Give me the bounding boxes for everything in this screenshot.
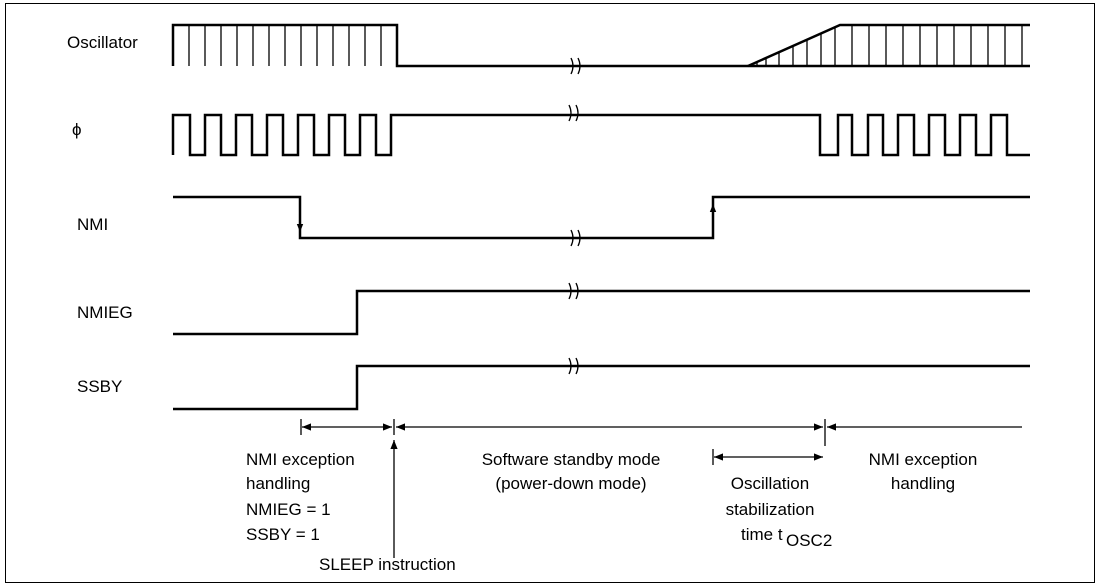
- svg-text:OSC2: OSC2: [786, 531, 832, 550]
- sleep-instruction-label: SLEEP instruction: [319, 555, 456, 574]
- nmi-exception-handling-1: NMI exception handling NMIEG = 1 SSBY = …: [246, 450, 355, 544]
- svg-text:Oscillation: Oscillation: [731, 474, 809, 493]
- nmi-waveform: [173, 195, 1030, 247]
- nmi-label: NMI: [77, 215, 108, 234]
- nmi-exception-handling-2: NMI exception handling: [869, 450, 978, 493]
- svg-text:(power-down mode): (power-down mode): [495, 474, 646, 493]
- phi-waveform: [171, 104, 1030, 157]
- nmieg-waveform: [173, 282, 1030, 336]
- diagram-frame: [5, 3, 1095, 583]
- svg-text:handling: handling: [891, 474, 955, 493]
- phase-markers: [300, 419, 1022, 558]
- ssby-waveform: [173, 357, 1030, 411]
- svg-text:handling: handling: [246, 474, 310, 493]
- svg-text:NMI exception: NMI exception: [246, 450, 355, 469]
- svg-text:SSBY = 1: SSBY = 1: [246, 525, 320, 544]
- svg-text:stabilization: stabilization: [726, 500, 815, 519]
- oscillator-waveform: [171, 23, 1030, 75]
- nmieg-label: NMIEG: [77, 303, 133, 322]
- phi-label: ϕ: [72, 120, 82, 139]
- svg-text:Software standby mode: Software standby mode: [482, 450, 661, 469]
- svg-text:time t: time t: [741, 525, 783, 544]
- ssby-label: SSBY: [77, 377, 122, 396]
- svg-text:NMI exception: NMI exception: [869, 450, 978, 469]
- svg-text:NMIEG = 1: NMIEG = 1: [246, 500, 331, 519]
- software-standby-label: Software standby mode (power-down mode): [482, 450, 661, 493]
- oscillation-stabilization-label: Oscillation stabilization time t OSC2: [726, 474, 833, 550]
- oscillator-label: Oscillator: [67, 33, 138, 52]
